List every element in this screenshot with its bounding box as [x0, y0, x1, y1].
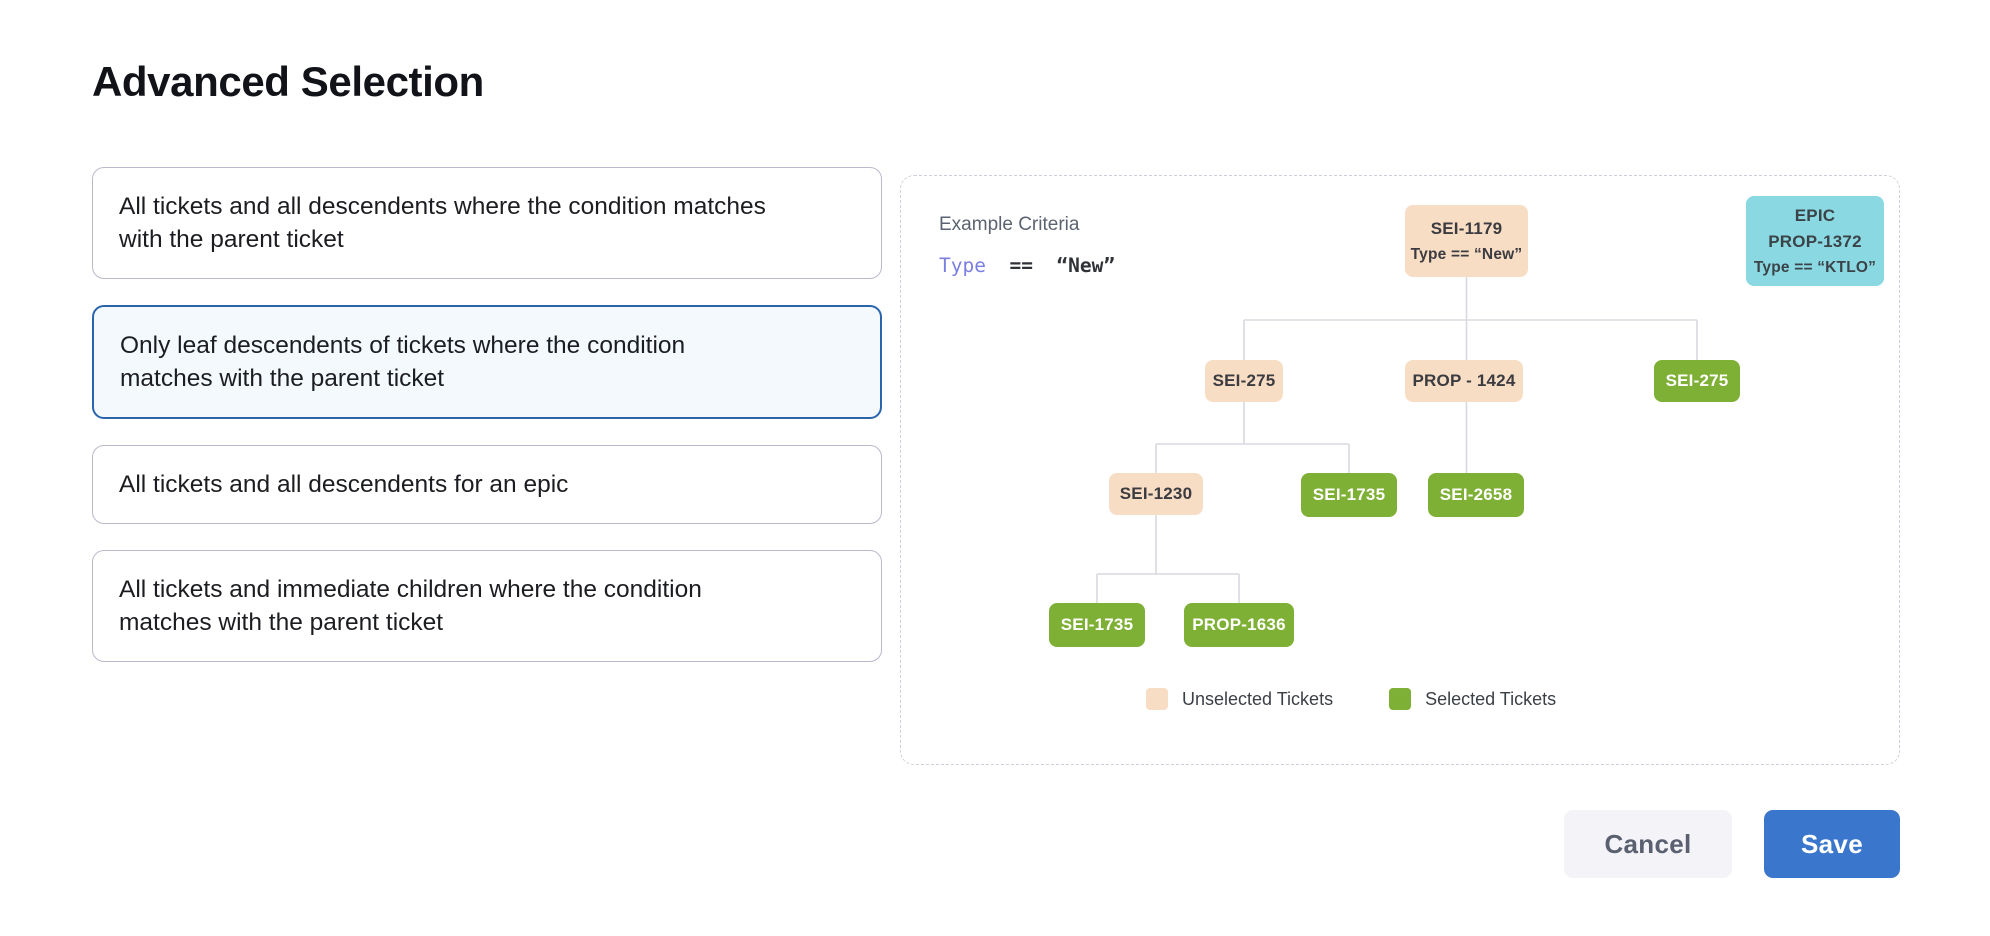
- tree-node-prop-1636[interactable]: PROP-1636: [1184, 603, 1294, 647]
- node-primary-label: EPIC: [1794, 205, 1836, 225]
- option-label: Only leaf descendents of tickets where t…: [120, 332, 686, 393]
- node-primary-label: SEI-1735: [1060, 615, 1134, 634]
- criteria-title: Example Criteria: [939, 214, 1080, 235]
- legend-item-selected: Selected Tickets: [1389, 688, 1556, 710]
- option-list: All tickets and all descendents where th…: [92, 167, 882, 663]
- option-card-immediate-children-condition[interactable]: All tickets and immediate children where…: [92, 550, 882, 663]
- option-label: All tickets and immediate children where…: [119, 576, 702, 637]
- tree-node-sei-1735-b[interactable]: SEI-1735: [1049, 603, 1145, 647]
- legend-item-unselected: Unselected Tickets: [1146, 688, 1333, 710]
- node-primary-label: SEI-1735: [1312, 485, 1386, 504]
- node-secondary-label: PROP-1372: [1768, 231, 1862, 251]
- tree-node-sei-275-a[interactable]: SEI-275: [1205, 360, 1283, 402]
- option-card-leaf-descendents-condition[interactable]: Only leaf descendents of tickets where t…: [92, 305, 882, 420]
- option-card-all-descendents-condition[interactable]: All tickets and all descendents where th…: [92, 167, 882, 280]
- option-card-all-descendents-epic[interactable]: All tickets and all descendents for an e…: [92, 445, 882, 525]
- criteria-operator: ==: [1009, 254, 1033, 277]
- tree-node-prop-1424[interactable]: PROP - 1424: [1405, 360, 1523, 402]
- node-primary-label: PROP-1636: [1192, 615, 1286, 634]
- node-primary-label: SEI-275: [1665, 371, 1729, 390]
- node-primary-label: SEI-1230: [1119, 484, 1193, 503]
- save-button[interactable]: Save: [1764, 810, 1900, 878]
- option-label: All tickets and all descendents for an e…: [119, 471, 569, 499]
- criteria-value: “New”: [1056, 254, 1116, 277]
- tree-node-sei-1230[interactable]: SEI-1230: [1109, 473, 1203, 515]
- node-primary-label: SEI-1179: [1430, 218, 1503, 238]
- page-title: Advanced Selection: [92, 58, 484, 105]
- legend-label: Selected Tickets: [1425, 688, 1557, 709]
- cancel-button[interactable]: Cancel: [1564, 810, 1732, 878]
- node-condition-label: Type == “New”: [1410, 245, 1523, 263]
- node-primary-label: SEI-275: [1212, 371, 1276, 390]
- tree-node-sei-275-b[interactable]: SEI-275: [1654, 360, 1740, 402]
- criteria-expression: Type == “New”: [939, 254, 1115, 277]
- legend-swatch-selected: [1389, 688, 1412, 710]
- tree-node-sei-1735-a[interactable]: SEI-1735: [1301, 473, 1397, 517]
- legend-label: Unselected Tickets: [1182, 688, 1334, 709]
- example-diagram-panel: Example Criteria Type == “New”: [900, 175, 1900, 765]
- dialog-footer: Cancel Save: [1564, 810, 1900, 878]
- option-label: All tickets and all descendents where th…: [119, 193, 766, 254]
- node-primary-label: PROP - 1424: [1412, 371, 1516, 390]
- legend-swatch-unselected: [1146, 688, 1168, 710]
- node-primary-label: SEI-2658: [1439, 485, 1513, 504]
- diagram-legend: Unselected Tickets Selected Tickets: [1146, 688, 1556, 710]
- tree-node-sei-2658[interactable]: SEI-2658: [1428, 473, 1524, 517]
- node-condition-label: Type == “KTLO”: [1753, 258, 1877, 276]
- criteria-field: Type: [939, 254, 986, 277]
